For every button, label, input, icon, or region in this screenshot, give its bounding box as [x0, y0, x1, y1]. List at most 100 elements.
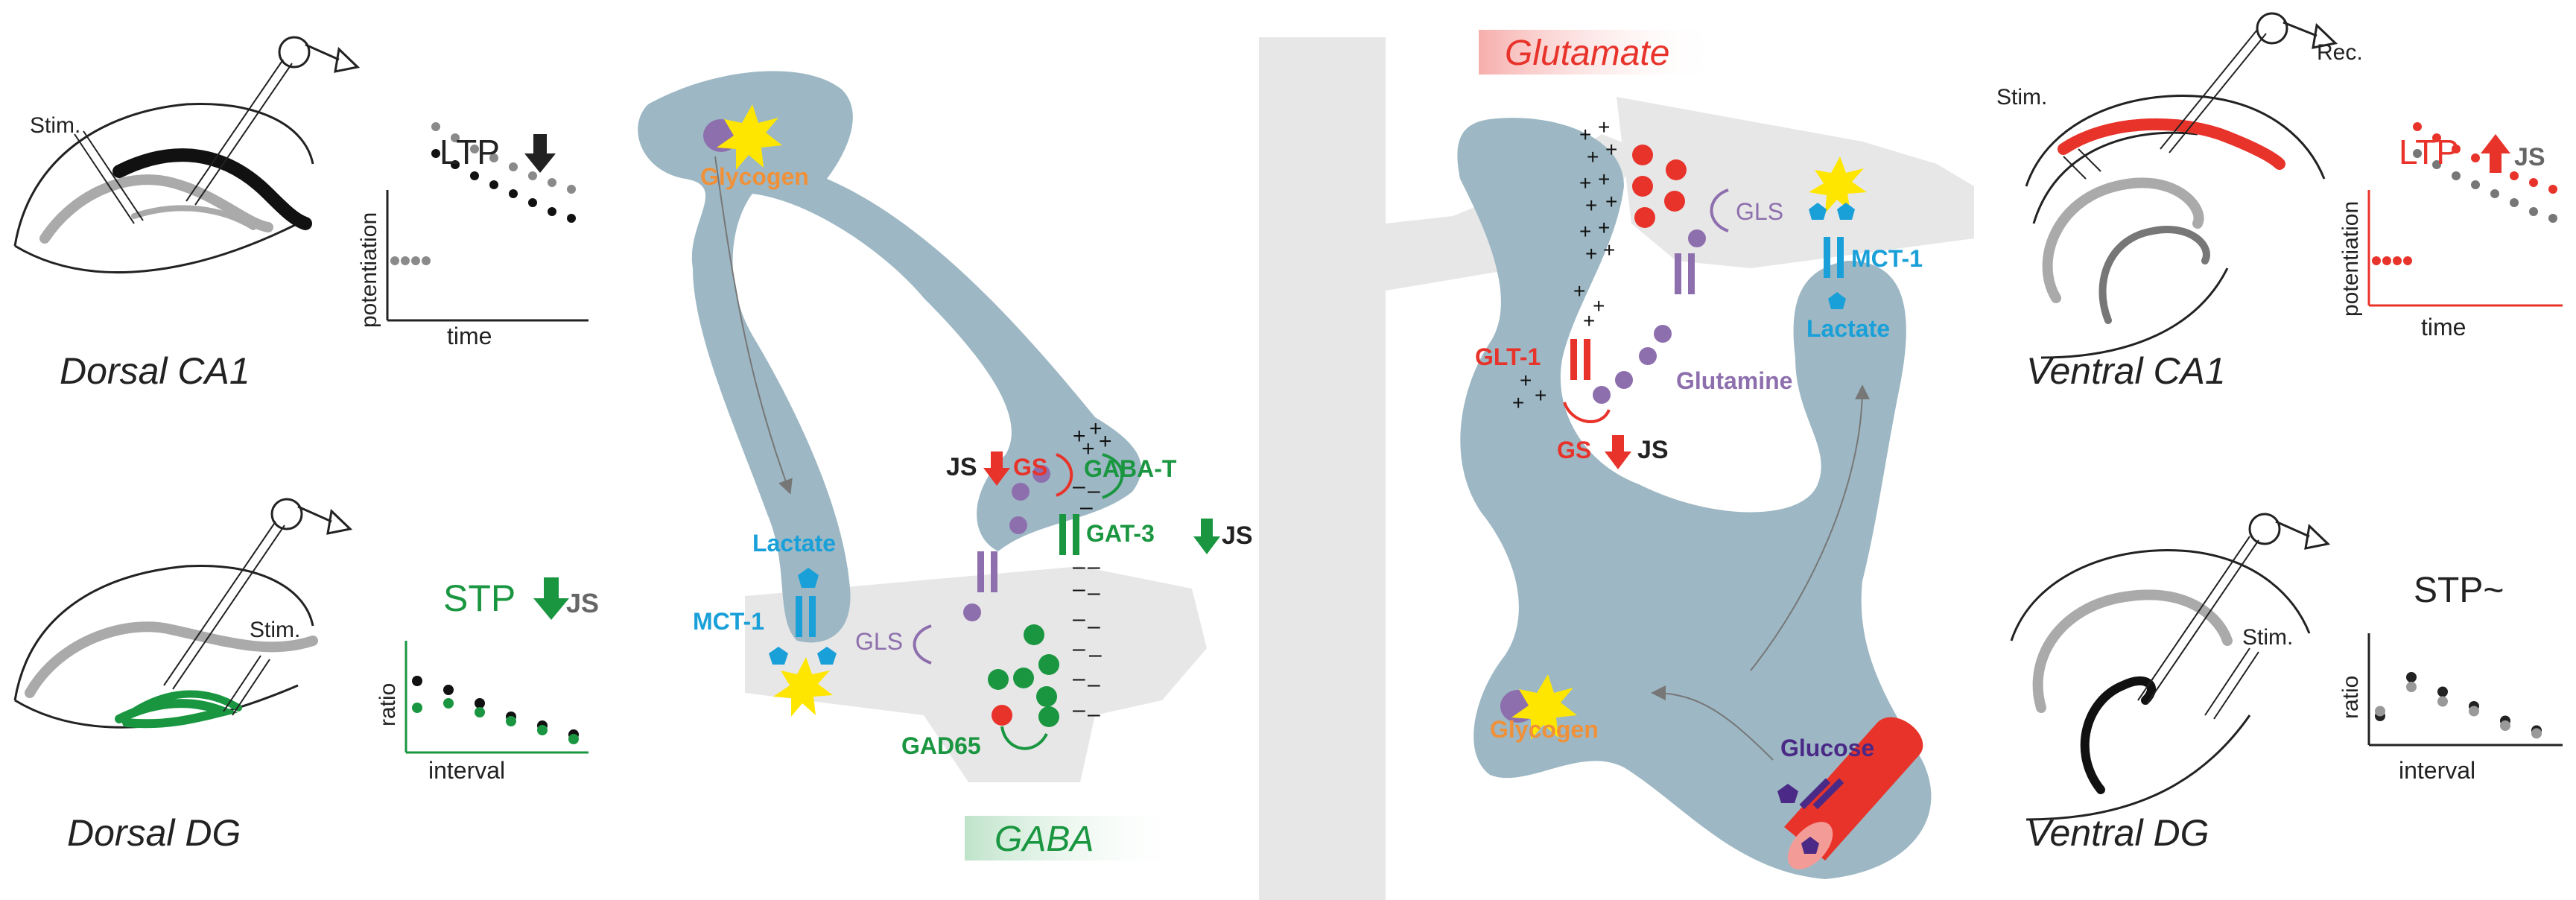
stp-point [537, 725, 548, 735]
stp-point [2406, 672, 2417, 682]
gln-transporter [977, 551, 984, 592]
arrow-down-icon [1605, 435, 1631, 469]
stp-point [475, 698, 485, 709]
gls-label-right: GLS [1736, 198, 1783, 225]
dorsal-ltp-plot [386, 122, 589, 322]
dorsal-dg-title: Dorsal DG [67, 812, 241, 854]
baseline-point [401, 256, 410, 265]
svg-text:–: – [1073, 666, 1085, 691]
svg-text:+: + [1573, 279, 1585, 302]
interval-axis-label: interval [2399, 757, 2475, 784]
stp-point [2531, 728, 2542, 739]
ltp-point [567, 185, 576, 194]
ventral-ca1-hippocampus-illustration [2025, 12, 2338, 359]
svg-text:–: – [1088, 672, 1100, 697]
svg-text:+: + [1579, 220, 1591, 243]
svg-text:–: – [1088, 702, 1100, 726]
baseline-point [2393, 256, 2402, 265]
ltp-point [548, 178, 556, 187]
stp-point [568, 734, 579, 744]
glut-transporter [1812, 778, 1844, 810]
mct1-label-left: MCT-1 [693, 608, 764, 635]
svg-text:+: + [1593, 294, 1605, 317]
starburst-icon [773, 657, 833, 717]
glycogen-label-left: Glycogen [700, 163, 809, 190]
stp-point [2406, 682, 2417, 692]
svg-text:–: – [1073, 577, 1085, 601]
svg-text:–: – [1073, 697, 1085, 722]
ltp-point [2490, 189, 2499, 198]
svg-text:+: + [1073, 424, 1086, 449]
potentiation-axis-label: potentiation [357, 212, 381, 328]
mct1-transporter [809, 596, 816, 637]
ltp-point [489, 153, 498, 162]
ventral-ca1-title: Ventral CA1 [2026, 350, 2226, 392]
stp-point [2375, 706, 2385, 717]
ltp-point [567, 214, 576, 223]
blood-vessel [1784, 717, 1923, 869]
gs-label-left: GS [1013, 454, 1047, 481]
mct1-transporter [796, 596, 802, 637]
svg-text:–: – [1073, 554, 1085, 579]
ltp-point [2452, 171, 2461, 180]
ltp-point [2471, 153, 2480, 162]
svg-text:+: + [1587, 145, 1599, 168]
stim-label-dorsal-dg: Stim. [250, 618, 300, 642]
dorsal-ca1-title: Dorsal CA1 [60, 350, 250, 392]
svg-text:–: – [1088, 614, 1100, 638]
mct1-transporter [1837, 237, 1844, 278]
ltp-point [2510, 198, 2519, 207]
glt1-transporter [1584, 339, 1590, 380]
stp-point [443, 698, 454, 709]
svg-text:–: – [1073, 606, 1085, 631]
svg-text:+: + [1089, 416, 1103, 441]
gaba-molecule-icons [988, 624, 1059, 727]
gaba-t-label: GABA-T [1084, 455, 1177, 482]
ventral-ltp-js-label: JS [2514, 143, 2545, 171]
astrocyte-left [638, 71, 1141, 643]
rec-label: Rec. [2317, 40, 2363, 65]
gls-arc-right [1710, 188, 1729, 232]
svg-text:–: – [1080, 495, 1093, 519]
ltp-point [470, 171, 479, 180]
ltp-point [451, 160, 460, 169]
starburst-icon [1809, 156, 1867, 213]
lactate-pentagon-icon [817, 647, 837, 665]
charge-symbols-right: ++++ ++++ ++++ +++ +++ [1512, 115, 1617, 414]
svg-text:+: + [1583, 309, 1595, 332]
stim-label-ventral-dg: Stim. [2242, 625, 2293, 650]
ltp-point [2548, 214, 2557, 223]
svg-text:+: + [1520, 369, 1532, 392]
dorsal-dg-hippocampus-illustration [13, 498, 353, 729]
svg-text:+: + [1512, 391, 1524, 414]
stp-point [412, 703, 422, 713]
glucose-pentagon-icon [1777, 784, 1798, 803]
stim-label-dorsal-ca1: Stim. [30, 113, 80, 138]
svg-text:+: + [1598, 115, 1610, 139]
stim-label-ventral-ca1: Stim. [1996, 85, 2047, 110]
gs-arc-right [1563, 402, 1611, 423]
arrow-down-icon [524, 134, 556, 173]
baseline-point [2382, 256, 2391, 265]
ltp-point [2432, 160, 2441, 169]
dorsal-stp-plot [405, 641, 589, 754]
arrow-down-icon [1193, 519, 1220, 554]
gls-arc [913, 624, 932, 665]
ltp-point [2471, 180, 2480, 189]
glutamine-circle-icon [1688, 229, 1706, 247]
gs-arc-left [1056, 453, 1073, 497]
ventral-ltp-label: LTP [2399, 133, 2459, 171]
gaba-banner [965, 816, 1188, 861]
lactate-pentagon-icon [1837, 203, 1855, 220]
arrow-up-icon [2481, 134, 2510, 173]
glucose-label: Glucose [1780, 735, 1874, 761]
glut-transporter [1799, 778, 1831, 810]
glutamate-banner [1479, 30, 1717, 75]
time-axis-label: time [447, 323, 492, 349]
gad65-label: GAD65 [901, 732, 981, 759]
right-flow-arrow-up [1750, 384, 1870, 671]
lactate-pentagon-icon [1809, 203, 1827, 220]
gln-transporter [991, 551, 997, 592]
lactate-pentagon-icon [1828, 292, 1846, 309]
